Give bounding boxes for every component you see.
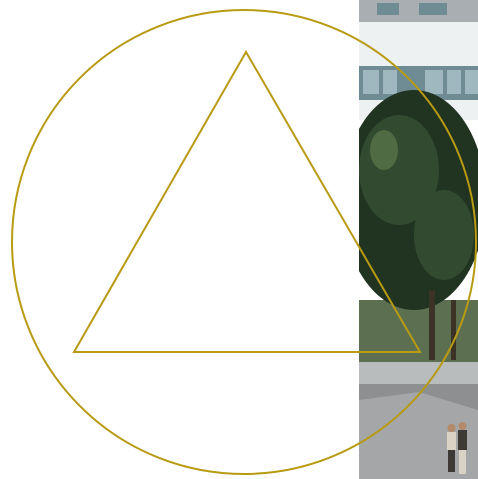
window-pane xyxy=(363,70,379,94)
pedestrian-head xyxy=(459,422,467,430)
building-top-window xyxy=(419,3,447,15)
pedestrian-body xyxy=(447,432,456,450)
tree-trunk xyxy=(429,290,435,360)
campus-photo xyxy=(359,0,478,479)
window-pane xyxy=(383,70,397,94)
window-pane xyxy=(447,70,461,94)
pedestrian-head xyxy=(448,424,456,432)
window-pane xyxy=(465,70,478,94)
building-facade xyxy=(359,22,478,70)
pedestrian-legs xyxy=(448,450,455,472)
window-pane xyxy=(425,70,443,94)
building-top xyxy=(359,0,478,22)
tree-canopy-shade xyxy=(414,190,474,280)
tree-canopy-highlight xyxy=(370,130,398,170)
lawn xyxy=(359,300,478,370)
campus-photo-graphic xyxy=(359,0,478,479)
building-top-window xyxy=(377,3,399,15)
pedestrian-legs xyxy=(459,450,466,474)
walkway xyxy=(359,362,478,384)
pedestrian-body xyxy=(458,430,467,450)
tree-trunk xyxy=(451,300,456,360)
